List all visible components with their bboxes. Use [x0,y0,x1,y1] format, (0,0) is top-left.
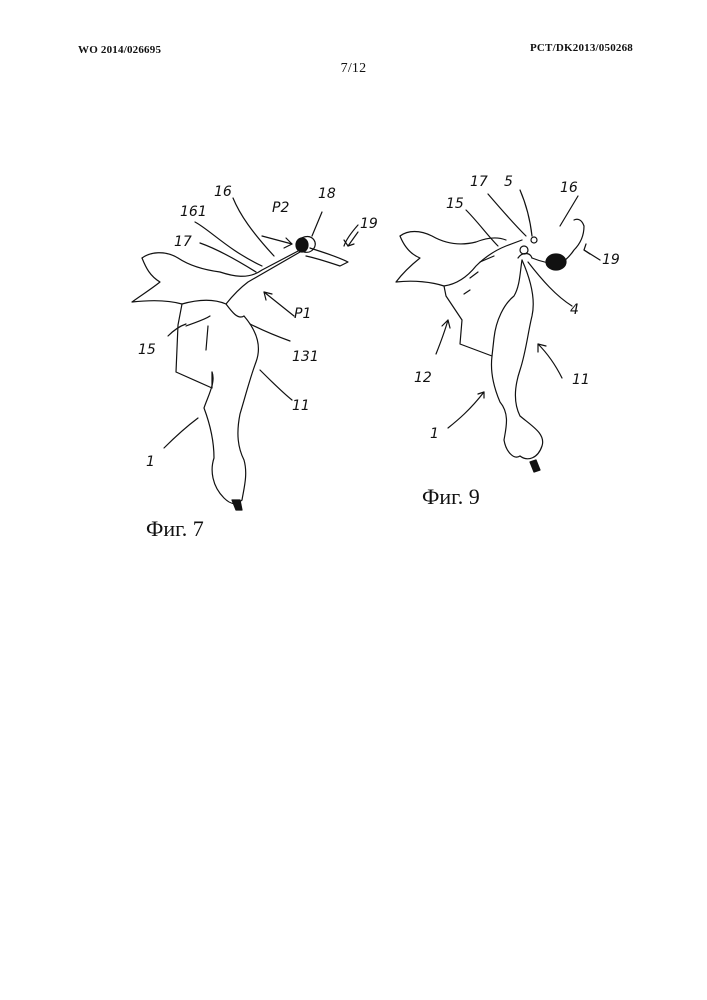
label-17: 17 [174,234,192,250]
label-17: 17 [470,174,488,190]
label-16: 16 [214,184,232,200]
label-12: 12 [414,370,432,386]
figure-9-drawing [396,190,600,472]
figure-9-caption: Фиг. 9 [422,484,480,510]
label-131: 131 [292,349,319,365]
label-p2: P2 [272,200,289,216]
figure-7-caption: Фиг. 7 [146,516,204,542]
label-4: 4 [570,302,579,318]
label-19: 19 [360,216,378,232]
figure-9-labels: 17 5 16 15 19 4 12 11 1 [414,174,620,442]
label-15: 15 [446,196,464,212]
label-161: 161 [180,204,207,220]
label-5: 5 [504,174,513,190]
label-16: 16 [560,180,578,196]
label-1: 1 [430,426,439,442]
figure-7-labels: 161 16 P2 18 19 17 P1 15 131 11 1 [138,184,378,470]
label-18: 18 [318,186,336,202]
label-1: 1 [146,454,155,470]
label-15: 15 [138,342,156,358]
label-p1: P1 [294,306,311,322]
label-11: 11 [292,398,310,414]
figure-7-drawing [132,198,358,510]
label-19: 19 [602,252,620,268]
label-11: 11 [572,372,590,388]
